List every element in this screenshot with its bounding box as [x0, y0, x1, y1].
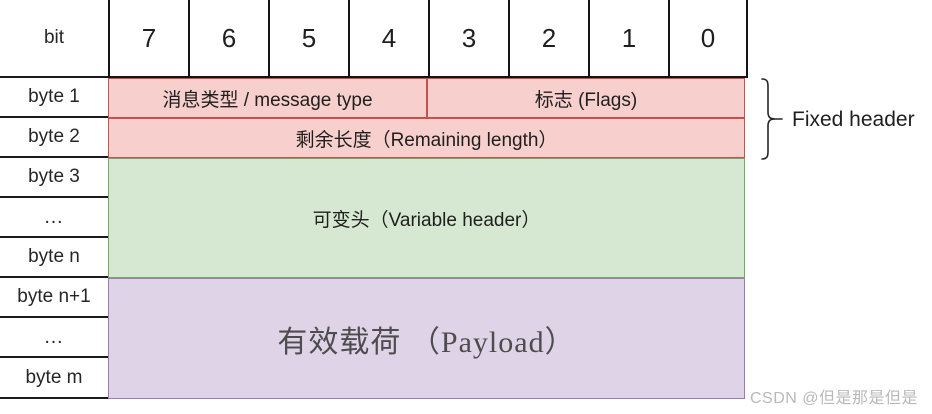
bit-header-label: 7	[141, 22, 157, 53]
payload-label: 有效载荷 （Payload）	[277, 325, 576, 359]
bit-header-0: 0	[668, 0, 748, 78]
bit-header-label: 0	[700, 22, 716, 53]
byte-label: byte n+1	[17, 286, 91, 307]
remaining-length-label: 剩余长度（Remaining length）	[295, 129, 558, 151]
bit-header-label: 1	[621, 22, 637, 53]
bit-header-2: 2	[508, 0, 588, 78]
byte-label: byte 3	[28, 166, 80, 187]
bit-header-6: 6	[188, 0, 268, 78]
csdn-watermark: CSDN @但是那是但是	[750, 384, 918, 408]
bit-header-1: 1	[588, 0, 668, 78]
brace-icon	[761, 78, 783, 160]
byte-label-row-6: byte n+1	[0, 278, 108, 318]
header-corner-cell: bit	[0, 0, 108, 78]
payload-field: 有效载荷 （Payload）	[108, 278, 745, 399]
byte-label-row-1: byte 1	[0, 78, 108, 118]
byte-label-row-5: byte n	[0, 238, 108, 278]
bit-header-3: 3	[428, 0, 508, 78]
variable-header-field: 可变头（Variable header）	[108, 158, 745, 278]
bit-header-label: 5	[301, 22, 317, 53]
bit-header-label: 6	[221, 22, 237, 53]
fixed-header-annotation-label: Fixed header	[792, 108, 915, 131]
byte-label-row-8: byte m	[0, 358, 108, 399]
fixed-header-annotation: Fixed header	[792, 108, 915, 132]
byte-label: byte 2	[28, 126, 80, 147]
bit-header-4: 4	[348, 0, 428, 78]
byte-label-row-2: byte 2	[0, 118, 108, 158]
fixed-header-brace	[757, 78, 783, 160]
bit-header-label: 3	[461, 22, 477, 53]
flags-field: 标志 (Flags)	[427, 78, 745, 118]
bit-header-label: 2	[541, 22, 557, 53]
message-type-field: 消息类型 / message type	[108, 78, 427, 118]
variable-header-label: 可变头（Variable header）	[312, 209, 541, 231]
watermark-text: CSDN @但是那是但是	[749, 390, 918, 407]
byte-label-row-7: …	[0, 318, 108, 358]
byte-label: …	[43, 205, 65, 228]
bit-header-5: 5	[268, 0, 348, 78]
flags-label: 标志 (Flags)	[534, 89, 638, 111]
message-type-label: 消息类型 / message type	[162, 89, 373, 111]
bit-header-label: 4	[381, 22, 397, 53]
byte-label: byte 1	[28, 86, 80, 107]
byte-label: …	[43, 325, 65, 348]
byte-label-row-3: byte 3	[0, 158, 108, 198]
byte-label-row-4: …	[0, 198, 108, 238]
byte-label: byte n	[28, 246, 80, 267]
bit-header-7: 7	[108, 0, 188, 78]
byte-label: byte m	[25, 366, 83, 388]
remaining-length-field: 剩余长度（Remaining length）	[108, 118, 745, 158]
bit-label: bit	[43, 27, 65, 48]
